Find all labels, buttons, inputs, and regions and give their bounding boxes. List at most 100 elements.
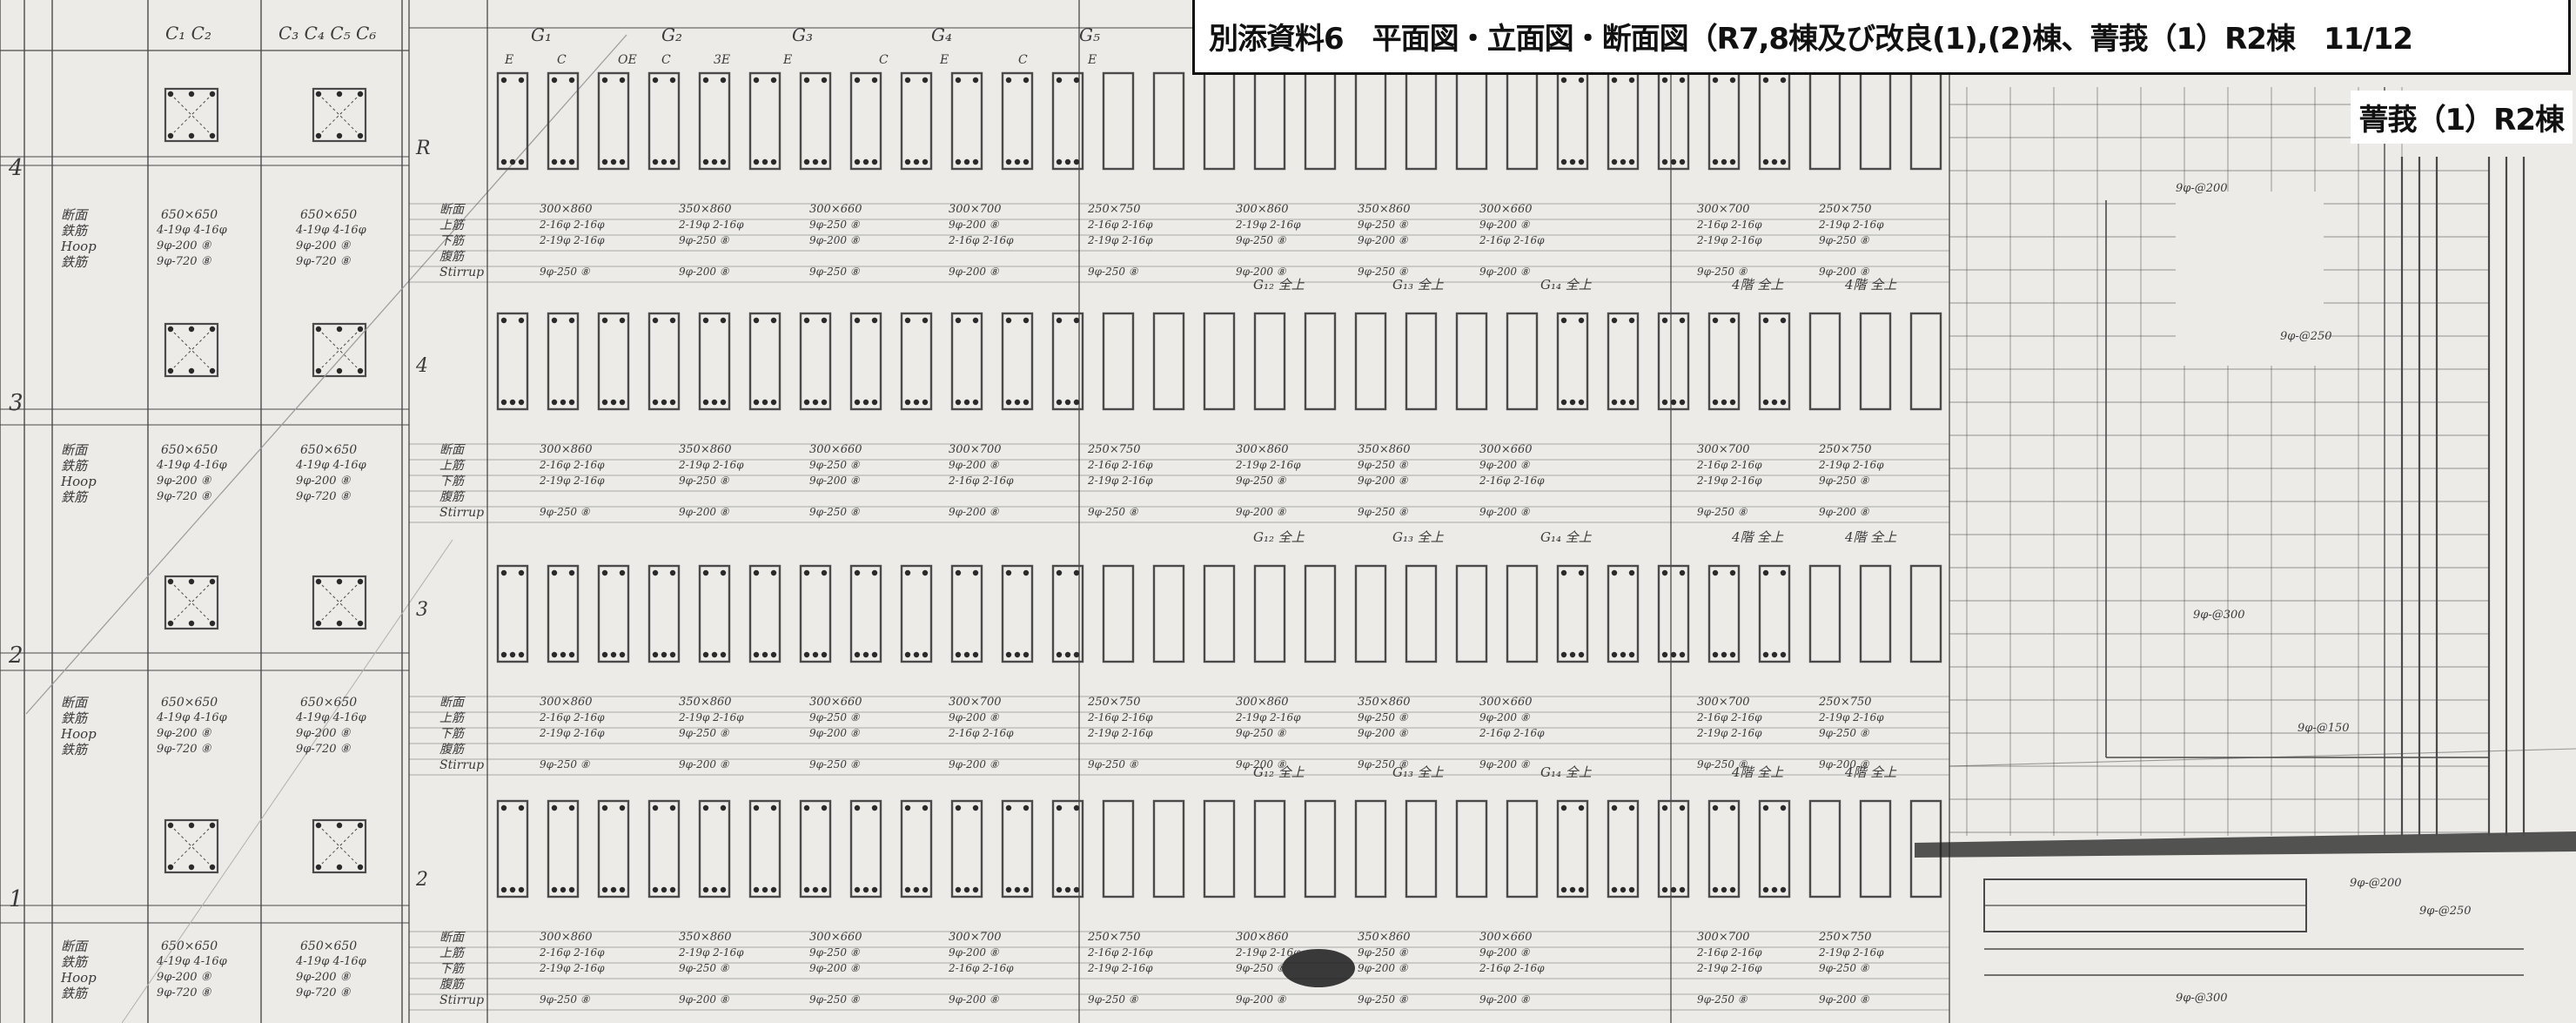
column-rebar-dot <box>336 367 343 374</box>
beam-rebar-dot <box>922 399 929 406</box>
beam-section-box <box>1102 799 1135 898</box>
beam-rebar-dot <box>854 569 861 576</box>
beam-dimension: 300×700 <box>949 443 1002 456</box>
stirrup-note: 9φ-250 ⑧ <box>540 993 590 1006</box>
column-reinforcement-note: 9φ-720 ⑧ <box>296 490 351 503</box>
column-section-box <box>164 87 219 143</box>
beam-rebar-dot <box>1762 158 1769 165</box>
beam-rebar-dot <box>1712 886 1719 893</box>
stirrup-note: 9φ-250 ⑧ <box>540 506 590 518</box>
beam-rebar-dot <box>1661 569 1668 576</box>
section-mark: C <box>1018 53 1028 67</box>
beam-rebar-dot <box>1023 569 1030 576</box>
beam-rebar-dot <box>1023 804 1030 811</box>
beam-dimension: 300×700 <box>949 203 1002 216</box>
beam-rebar-dot <box>972 317 979 324</box>
beam-reinforcement-note: 9φ-250 ⑧ <box>1236 474 1286 487</box>
column-section-box <box>312 322 367 378</box>
beam-rebar-dot <box>720 651 727 658</box>
schedule-row-label: 鉄筋 <box>61 986 88 1001</box>
beam-rebar-dot <box>1578 569 1585 576</box>
beam-rebar-dot <box>1611 158 1618 165</box>
girder-header: G₃ <box>792 24 813 45</box>
beam-rebar-dot <box>1056 804 1063 811</box>
column-rebar-dot <box>336 326 343 333</box>
beam-rebar-dot <box>669 77 676 84</box>
beam-rebar-dot <box>1780 804 1787 811</box>
beam-rebar-dot <box>560 399 567 406</box>
beam-section-box <box>1354 799 1387 898</box>
beam-rebar-dot <box>803 77 810 84</box>
stirrup-note: 9φ-200 ⑧ <box>679 758 729 771</box>
beam-rebar-dot <box>619 569 626 576</box>
beam-rebar-dot <box>560 158 567 165</box>
beam-section-box <box>1253 312 1286 411</box>
beam-reinforcement-note: 2-19φ 2-16φ <box>1819 711 1884 724</box>
beam-section-box <box>1051 71 1084 171</box>
girder-row-label: 腹筋 <box>439 743 464 757</box>
column-rebar-dot <box>167 822 174 829</box>
beam-rebar-dot <box>720 317 727 324</box>
beam-rebar-dot <box>1661 317 1668 324</box>
detail-note: 9φ-@300 <box>2176 992 2228 1005</box>
beam-rebar-dot <box>1679 399 1686 406</box>
beam-rebar-dot <box>803 317 810 324</box>
column-rebar-dot <box>315 578 322 585</box>
beam-rebar-dot <box>955 569 962 576</box>
beam-reinforcement-note: 9φ-250 ⑧ <box>679 962 729 974</box>
column-section-box <box>164 322 219 378</box>
beam-rebar-dot <box>601 77 608 84</box>
beam-rebar-dot <box>972 77 979 84</box>
beam-rebar-dot <box>560 886 567 893</box>
beam-dimension: 250×750 <box>1819 696 1872 709</box>
beam-rebar-dot <box>1628 317 1635 324</box>
beam-rebar-dot <box>1628 399 1635 406</box>
beam-section-box <box>1455 312 1488 411</box>
beam-section-box <box>900 71 933 171</box>
beam-reinforcement-note: 2-16φ 2-16φ <box>1697 711 1762 724</box>
beam-rebar-dot <box>821 886 828 893</box>
column-rebar-dot <box>209 620 216 627</box>
column-dimension: 650×650 <box>161 208 218 222</box>
beam-rebar-dot <box>1560 399 1567 406</box>
column-reinforcement-note: 9φ-200 ⑧ <box>296 971 351 984</box>
stirrup-note: 9φ-250 ⑧ <box>809 993 860 1006</box>
beam-dimension: 250×750 <box>1819 203 1872 216</box>
beam-rebar-dot <box>652 804 659 811</box>
beam-section-box <box>1102 312 1135 411</box>
schedule-row-label: 鉄筋 <box>61 742 88 757</box>
beam-dimension: 350×860 <box>1358 443 1411 456</box>
beam-rebar-dot <box>1712 569 1719 576</box>
beam-reinforcement-note: 2-19φ 2-16φ <box>1088 962 1153 974</box>
beam-dimension: 350×860 <box>1358 696 1411 709</box>
beam-rebar-dot <box>1023 77 1030 84</box>
beam-rebar-dot <box>770 77 777 84</box>
beam-rebar-dot <box>854 886 861 893</box>
beam-section-box <box>1253 799 1286 898</box>
beam-section-box <box>1607 799 1640 898</box>
beam-rebar-dot <box>661 399 667 406</box>
beam-rebar-dot <box>1729 158 1736 165</box>
beam-reinforcement-note: 9φ-250 ⑧ <box>809 711 860 724</box>
girder-note: G₁₄ 全上 <box>1540 529 1592 545</box>
beam-reinforcement-note: 9φ-250 ⑧ <box>809 219 860 231</box>
beam-rebar-dot <box>1679 651 1686 658</box>
beam-rebar-dot <box>1023 158 1030 165</box>
column-reinforcement-note: 4-19φ 4-16φ <box>296 711 366 724</box>
stirrup-note: 9φ-200 ⑧ <box>1236 993 1286 1006</box>
beam-rebar-dot <box>1560 77 1567 84</box>
column-reinforcement-note: 9φ-200 ⑧ <box>157 971 211 984</box>
beam-rebar-dot <box>922 317 929 324</box>
beam-rebar-dot <box>955 77 962 84</box>
girder-row-label: 腹筋 <box>439 490 464 504</box>
column-reinforcement-note: 4-19φ 4-16φ <box>157 224 227 237</box>
beam-rebar-dot <box>862 651 869 658</box>
column-dimension: 650×650 <box>161 443 218 457</box>
girder-note: G₁₃ 全上 <box>1392 764 1444 780</box>
beam-rebar-dot <box>955 399 962 406</box>
beam-rebar-dot <box>963 651 970 658</box>
beam-reinforcement-note: 9φ-250 ⑧ <box>1358 459 1408 471</box>
beam-rebar-dot <box>652 158 659 165</box>
beam-rebar-dot <box>1661 804 1668 811</box>
